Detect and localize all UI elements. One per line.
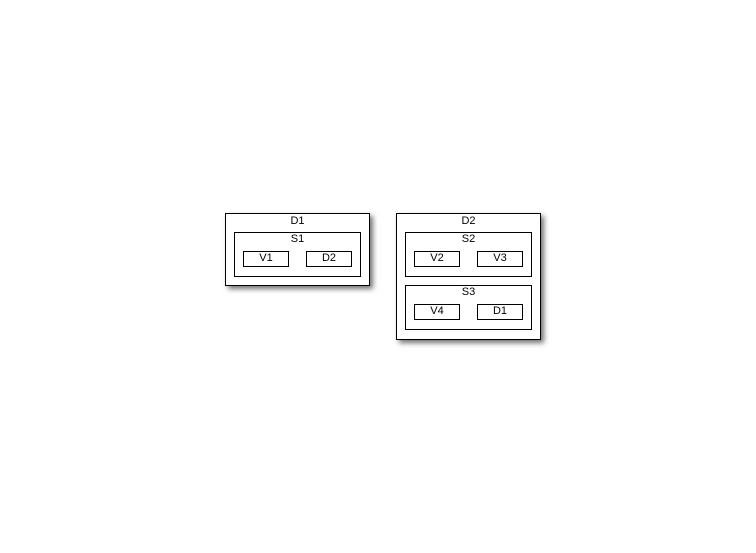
section-s2-title: S2 [461,233,476,245]
node-v3: V3 [477,251,523,267]
section-s1-title: S1 [290,233,305,245]
node-v4: V4 [414,304,460,320]
section-s3: S3 V4 D1 [405,285,532,330]
container-d2: D2 S2 V2 V3 S3 V4 D1 [396,213,541,340]
node-d1-ref: D1 [477,304,523,320]
container-d1-title: D1 [290,215,305,227]
section-s3-title: S3 [461,286,476,298]
node-v1: V1 [243,251,289,267]
section-s1: S1 V1 D2 [234,232,361,277]
container-d2-title: D2 [461,215,476,227]
node-v2: V2 [414,251,460,267]
section-s2: S2 V2 V3 [405,232,532,277]
node-d2-ref: D2 [306,251,352,267]
container-d1: D1 S1 V1 D2 [225,213,370,286]
